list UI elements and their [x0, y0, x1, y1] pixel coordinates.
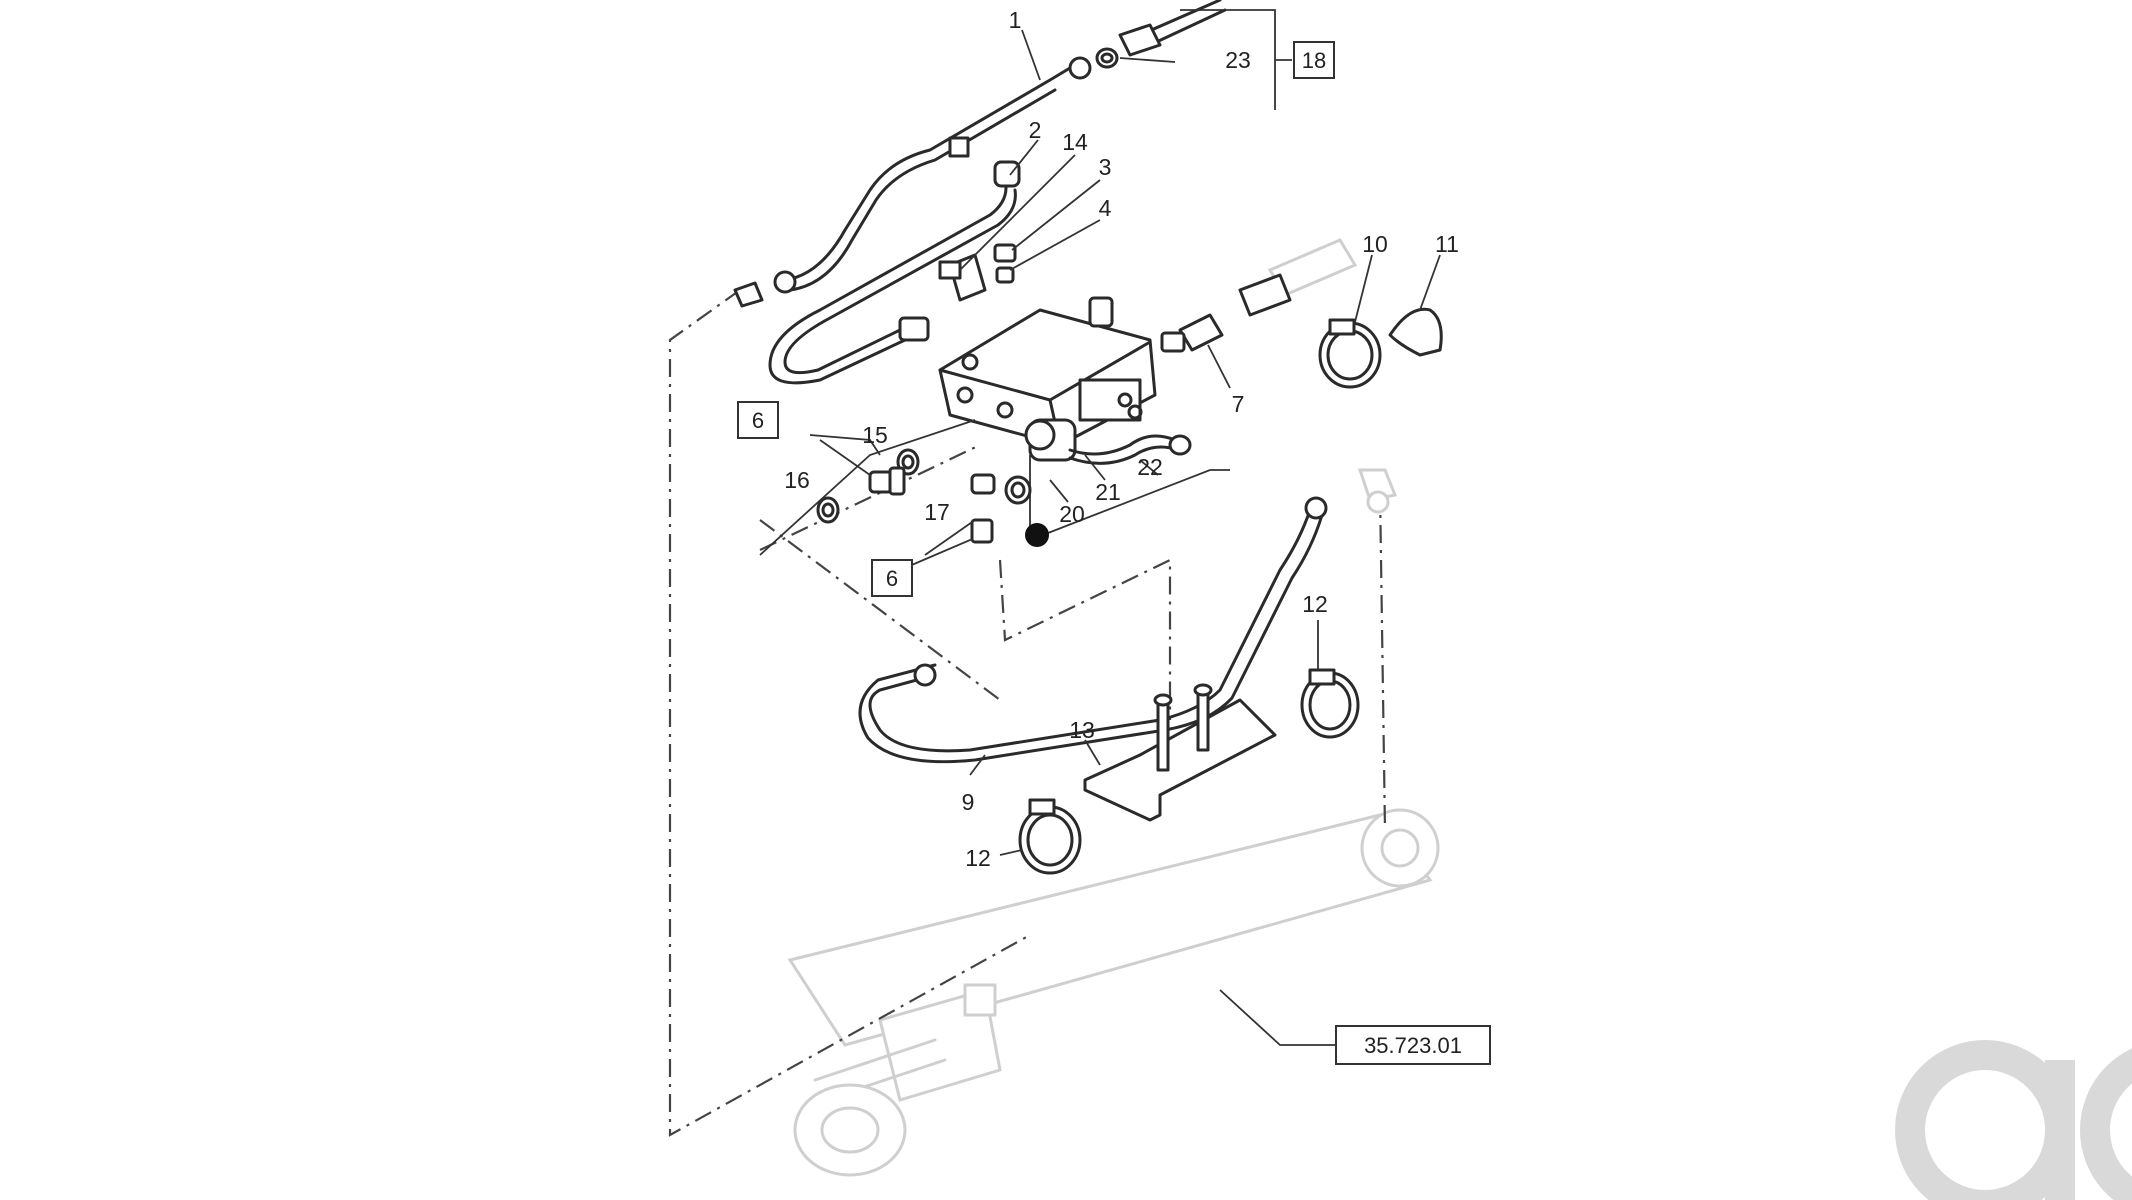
o-ring-20 [1004, 475, 1049, 547]
fitting-3 [993, 243, 1017, 284]
connector-top-left [733, 281, 764, 308]
callout-22: 22 [1137, 454, 1163, 480]
callout-2: 2 [1029, 117, 1042, 143]
ref-box-6-upper[interactable]: 6 [737, 401, 779, 439]
ref-box-6-lower[interactable]: 6 [871, 559, 913, 597]
plug-16 [868, 466, 906, 496]
fitting-7 [1160, 313, 1224, 353]
callout-15: 15 [862, 422, 888, 448]
ref-box-cylinder-label: 35.723.01 [1364, 1033, 1462, 1058]
callout-20: 20 [1059, 501, 1085, 527]
hose-clamp-10 [1318, 318, 1382, 389]
leader-lines [759, 29, 1441, 1046]
callout-21: 21 [1095, 479, 1121, 505]
ref-box-6-lower-label: 6 [886, 566, 898, 591]
callout-1: 1 [1009, 7, 1022, 33]
callout-11: 11 [1435, 231, 1459, 257]
bracket-13 [1083, 683, 1277, 822]
ref-box-6-upper-label: 6 [752, 408, 764, 433]
callout-labels: 1 23 2 14 3 4 10 11 7 15 16 22 21 20 17 … [784, 7, 1459, 871]
connection-lines [668, 289, 1387, 1137]
callout-16: 16 [784, 467, 810, 493]
callout-23: 23 [1225, 47, 1251, 73]
callout-14: 14 [1062, 129, 1088, 155]
ref-box-18-label: 18 [1302, 48, 1326, 73]
ao-logo-watermark-icon [1895, 1040, 2132, 1200]
ref-box-18[interactable]: 18 [1293, 41, 1335, 79]
elbow-fitting [938, 253, 987, 302]
ref-box-cylinder[interactable]: 35.723.01 [1335, 1025, 1491, 1065]
hose-23-assembly [1095, 0, 1292, 110]
valve-block [938, 296, 1157, 462]
wire-harness [1029, 434, 1230, 542]
pipe-9 [858, 496, 1328, 764]
pipe-1 [773, 56, 1092, 294]
shaft [1238, 238, 1358, 317]
callout-17: 17 [924, 499, 950, 525]
callout-13: 13 [1069, 717, 1095, 743]
seal-16 [816, 496, 840, 524]
callout-12-right: 12 [1302, 591, 1328, 617]
hose-clamp-12-right [1300, 668, 1360, 739]
callout-7: 7 [1232, 391, 1245, 417]
hose-14 [768, 160, 1021, 385]
callout-9: 9 [962, 789, 975, 815]
callout-10: 10 [1362, 231, 1388, 257]
callout-4: 4 [1099, 195, 1112, 221]
clip-11 [1388, 307, 1443, 357]
hose-clamp-12-left [1018, 798, 1082, 875]
hydraulic-cylinder [787, 808, 1440, 1177]
plug-17 [970, 473, 996, 544]
callout-12-left: 12 [965, 845, 991, 871]
faint-fitting [1357, 468, 1398, 514]
callout-3: 3 [1099, 154, 1112, 180]
